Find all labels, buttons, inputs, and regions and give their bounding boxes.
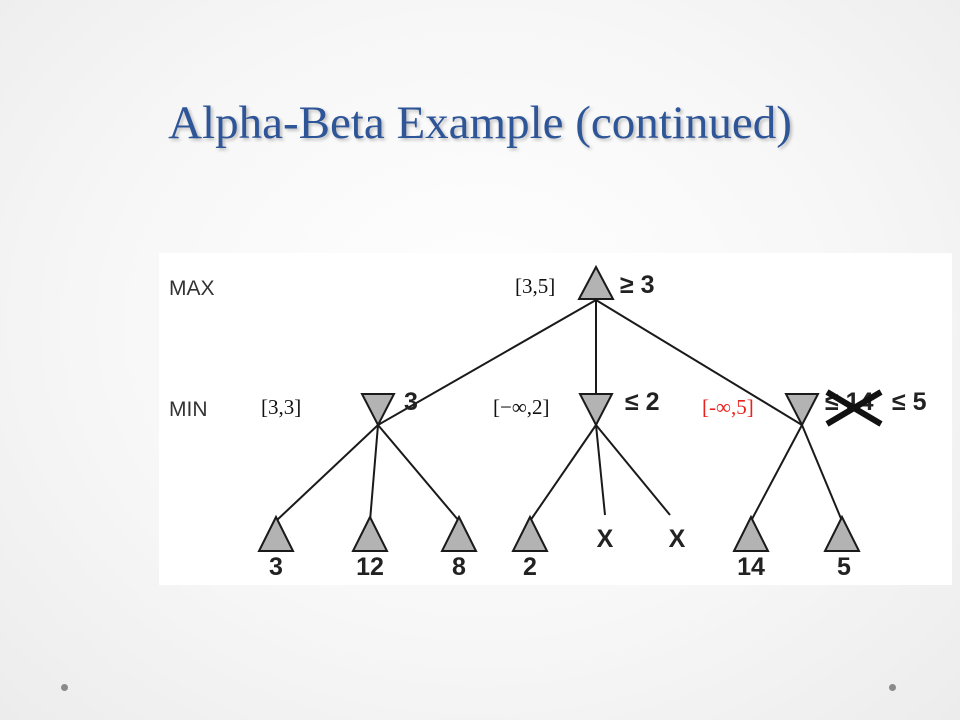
leaf-7-triangle [732, 514, 770, 552]
leaf-7-value: 14 [737, 553, 765, 581]
root-range: [3,5] [515, 274, 555, 298]
leaf-5-pruned-x: X [597, 525, 614, 553]
edge-min3-leaf8 [801, 424, 843, 522]
leaf-4-triangle [511, 514, 549, 552]
leaf-6-pruned-x: X [669, 525, 686, 553]
min-node-3-value: ≤ 5 [892, 388, 927, 416]
edge-root-min1 [377, 299, 597, 426]
edge-min3-leaf7 [750, 424, 803, 522]
edge-min1-leaf3 [377, 424, 460, 522]
min-node-2-triangle [578, 393, 614, 428]
max-node-triangle [577, 264, 615, 300]
leaf-8-triangle [823, 514, 861, 552]
level-label-max: MAX [169, 277, 215, 300]
edge-min2-leafx1 [595, 424, 606, 516]
edge-min2-leaf4 [529, 424, 597, 522]
min-node-1-value: 3 [404, 388, 418, 416]
leaf-8-value: 5 [837, 553, 851, 581]
game-tree-svg: MAX MIN [3,5] ≥ 3 [3,3] 3 [−∞,2] ≤ 2 [-∞… [169, 264, 927, 581]
edge-min1-leaf1 [275, 424, 379, 522]
min-node-3-triangle [784, 393, 820, 428]
leaf-1-triangle [257, 514, 295, 552]
edge-root-min3 [595, 299, 803, 426]
game-tree-diagram: MAX MIN [3,5] ≥ 3 [3,3] 3 [−∞,2] ≤ 2 [-∞… [159, 253, 952, 585]
decorative-bullet-right [889, 684, 896, 691]
min-node-2-value: ≤ 2 [625, 388, 660, 416]
leaf-3-triangle [440, 514, 478, 552]
min-node-1-range: [3,3] [261, 395, 301, 419]
leaf-2-value: 12 [356, 553, 384, 581]
leaf-4-value: 2 [523, 553, 537, 581]
edge-min2-leafx2 [595, 424, 671, 516]
level-label-min: MIN [169, 398, 208, 421]
leaf-1-value: 3 [269, 553, 283, 581]
leaf-2-triangle [351, 514, 389, 552]
decorative-bullet-left [61, 684, 68, 691]
edge-min1-leaf2 [369, 424, 379, 522]
cross-out-mark [825, 389, 883, 427]
min-node-2-range: [−∞,2] [493, 395, 550, 419]
tree-edges [275, 299, 843, 522]
slide-title: Alpha-Beta Example (continued) [168, 97, 792, 149]
min-node-3-range: [-∞,5] [702, 395, 754, 419]
leaf-3-value: 8 [452, 553, 466, 581]
root-bound: ≥ 3 [620, 271, 655, 299]
min-node-1-triangle [360, 393, 396, 428]
